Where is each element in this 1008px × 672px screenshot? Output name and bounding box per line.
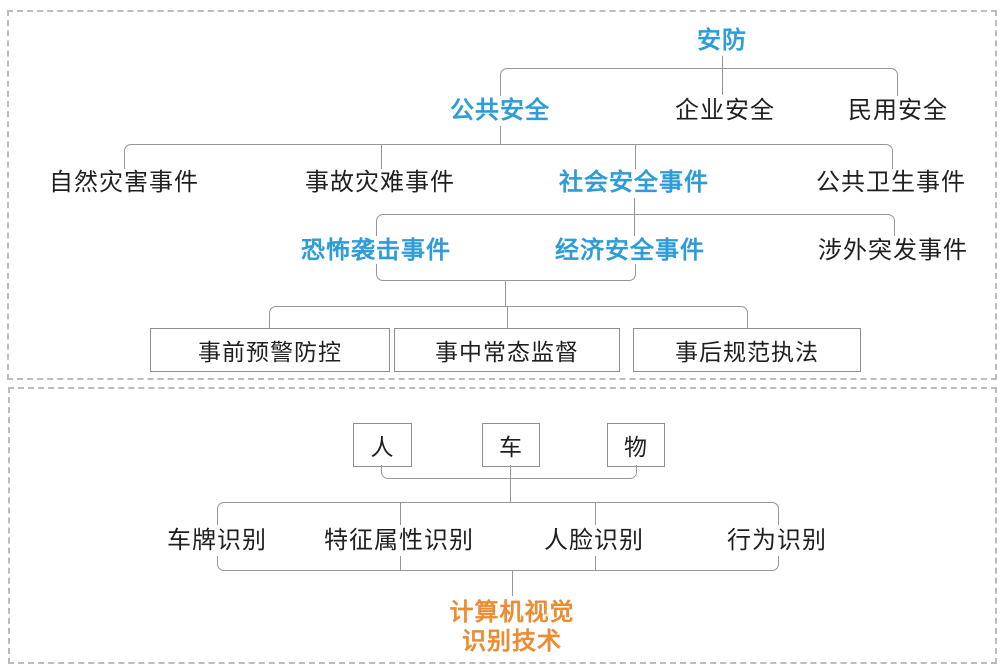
box-object: 物	[607, 423, 665, 467]
connector-tick-face	[595, 503, 596, 525]
node-civil-security: 民用安全	[848, 97, 948, 124]
connector-root-drop	[722, 56, 723, 95]
connector-recognition-bottom-bracket	[217, 556, 779, 571]
node-attribute-recognition: 特征属性识别	[324, 527, 474, 554]
box-post-event: 事后规范执法	[633, 328, 861, 372]
box-during-event-label: 事中常态监督	[435, 339, 579, 365]
node-social-security-event: 社会安全事件	[559, 169, 709, 196]
connector-tech-drop	[512, 570, 513, 596]
connector-phases-bracket	[269, 306, 748, 329]
connector-tick-face-bottom	[595, 556, 596, 570]
node-cv-technology-line1: 计算机视觉	[449, 599, 575, 626]
connector-level3-bracket	[124, 144, 893, 169]
node-natural-disaster: 自然灾害事件	[49, 169, 199, 196]
box-person-label: 人	[370, 434, 395, 460]
connector-level4-merge	[376, 264, 636, 281]
connector-level4-bracket	[376, 214, 895, 236]
connector-tick-accident	[381, 145, 382, 169]
node-behavior-recognition: 行为识别	[727, 527, 827, 554]
box-vehicle-label: 车	[499, 434, 523, 460]
box-post-event-label: 事后规范执法	[675, 339, 819, 365]
box-object-label: 物	[624, 434, 648, 460]
node-accident-disaster: 事故灾难事件	[305, 169, 455, 196]
box-pre-event-label: 事前预警防控	[198, 339, 342, 365]
node-public-security: 公共安全	[450, 97, 550, 124]
node-plate-recognition: 车牌识别	[167, 527, 267, 554]
connector-merge-drop	[505, 280, 506, 306]
node-anfang: 安防	[697, 27, 747, 54]
connector-recognition-top-bracket	[217, 502, 779, 525]
connector-tick-phase2	[507, 307, 508, 329]
node-enterprise-security: 企业安全	[675, 97, 775, 124]
connector-public-drop	[500, 126, 501, 144]
box-pre-event: 事前预警防控	[150, 328, 390, 372]
node-public-health-event: 公共卫生事件	[816, 169, 966, 196]
box-person: 人	[353, 423, 412, 467]
connector-tick-attribute	[400, 503, 401, 525]
node-face-recognition: 人脸识别	[544, 527, 644, 554]
connector-tick-social	[635, 145, 636, 169]
box-vehicle: 车	[482, 423, 540, 467]
connector-objects-merge	[381, 465, 637, 479]
box-during-event: 事中常态监督	[394, 328, 620, 372]
connector-tick-attribute-bottom	[400, 556, 401, 570]
connector-social-drop	[634, 198, 635, 236]
node-cv-technology: 计算机视觉 识别技术	[450, 598, 575, 656]
connector-vehicle-drop	[510, 465, 511, 502]
node-economic-security: 经济安全事件	[555, 237, 705, 264]
node-cv-technology-line2: 识别技术	[462, 628, 562, 655]
node-foreign-emergency: 涉外突发事件	[818, 237, 968, 264]
connector-level2-bracket	[500, 68, 898, 96]
node-terror-attack: 恐怖袭击事件	[301, 237, 451, 264]
